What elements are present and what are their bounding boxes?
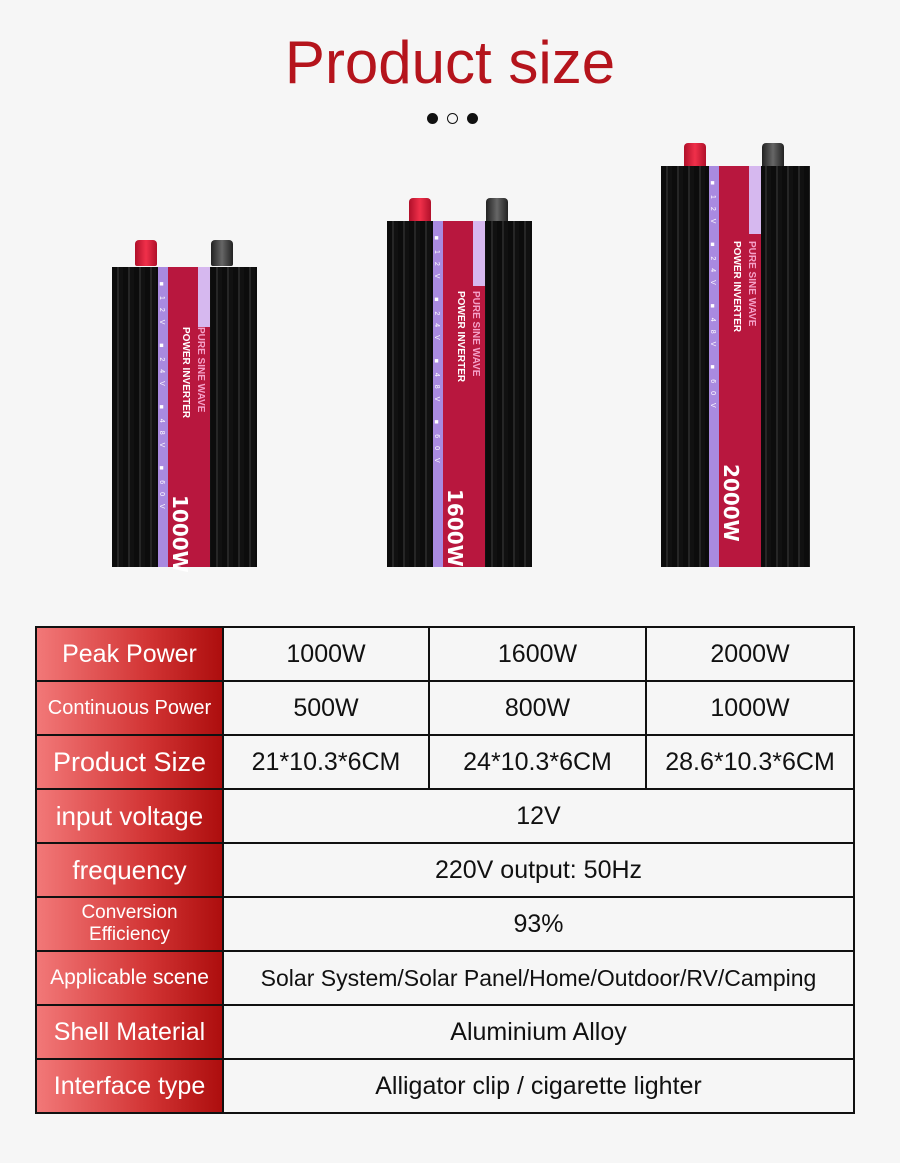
cell: 500W <box>222 680 430 736</box>
table-row: input voltage 12V <box>35 788 855 844</box>
cell: Solar System/Solar Panel/Home/Outdoor/RV… <box>222 950 855 1006</box>
table-row: Applicable scene Solar System/Solar Pane… <box>35 950 855 1006</box>
product-line1: PURE SINE WAVE <box>195 327 206 413</box>
carousel-dot[interactable] <box>467 113 478 124</box>
cell: 12V <box>222 788 855 844</box>
row-label: Applicable scene <box>35 950 224 1006</box>
cell: Alligator clip / cigarette lighter <box>222 1058 855 1114</box>
cell: 2000W <box>645 626 855 682</box>
cell: 800W <box>428 680 647 736</box>
carousel-dot-active[interactable] <box>447 113 458 124</box>
cell: 28.6*10.3*6CM <box>645 734 855 790</box>
carousel-dot[interactable] <box>427 113 438 124</box>
row-label: Interface type <box>35 1058 224 1114</box>
voltage-options: ■12V ■24V ■48V ■60V <box>709 180 716 416</box>
cell: 93% <box>222 896 855 952</box>
cell: 24*10.3*6CM <box>428 734 647 790</box>
product-line2: POWER INVERTER <box>455 291 466 383</box>
table-row: Peak Power 1000W 1600W 2000W <box>35 626 855 682</box>
cell: 1000W <box>645 680 855 736</box>
row-label: Shell Material <box>35 1004 224 1060</box>
wattage-label: 2000W <box>719 464 743 542</box>
product-line2: POWER INVERTER <box>731 241 742 333</box>
cell: 1000W <box>222 626 430 682</box>
voltage-options: ■12V ■24V ■48V ■60V <box>433 235 440 471</box>
row-label: Conversion Efficiency <box>35 896 224 952</box>
table-row: Product Size 21*10.3*6CM 24*10.3*6CM 28.… <box>35 734 855 790</box>
carousel-dots <box>427 113 478 124</box>
inverter-1600w-image: ■12V ■24V ■48V ■60V PURE SINE WAVE POWER… <box>387 198 532 567</box>
row-label: Peak Power <box>35 626 224 682</box>
product-line1: PURE SINE WAVE <box>470 291 481 377</box>
negative-terminal <box>762 143 784 169</box>
cell: 220V output: 50Hz <box>222 842 855 898</box>
row-label: frequency <box>35 842 224 898</box>
wattage-label: 1600W <box>443 489 467 567</box>
table-row: Continuous Power 500W 800W 1000W <box>35 680 855 736</box>
product-line1: PURE SINE WAVE <box>746 241 757 327</box>
inverter-1000w-image: ■12V ■24V ■48V ■60V PURE SINE WAVE POWER… <box>112 240 257 573</box>
wattage-label: 1000W <box>168 495 192 573</box>
voltage-options: ■12V ■24V ■48V ■60V <box>158 281 165 517</box>
table-row: Shell Material Aluminium Alloy <box>35 1004 855 1060</box>
cell: 1600W <box>428 626 647 682</box>
cell: 21*10.3*6CM <box>222 734 430 790</box>
product-line2: POWER INVERTER <box>180 327 191 419</box>
row-label: Continuous Power <box>35 680 224 736</box>
positive-terminal <box>684 143 706 169</box>
negative-terminal <box>486 198 508 224</box>
inverter-2000w-image: ■12V ■24V ■48V ■60V PURE SINE WAVE POWER… <box>661 143 810 567</box>
table-row: Conversion Efficiency 93% <box>35 896 855 952</box>
positive-terminal <box>135 240 157 266</box>
negative-terminal <box>211 240 233 266</box>
page-title: Product size <box>284 29 616 96</box>
positive-terminal <box>409 198 431 224</box>
row-label: Product Size <box>35 734 224 790</box>
table-row: frequency 220V output: 50Hz <box>35 842 855 898</box>
spec-table: Peak Power 1000W 1600W 2000W Continuous … <box>35 626 855 1114</box>
table-row: Interface type Alligator clip / cigarett… <box>35 1058 855 1114</box>
cell: Aluminium Alloy <box>222 1004 855 1060</box>
row-label: input voltage <box>35 788 224 844</box>
